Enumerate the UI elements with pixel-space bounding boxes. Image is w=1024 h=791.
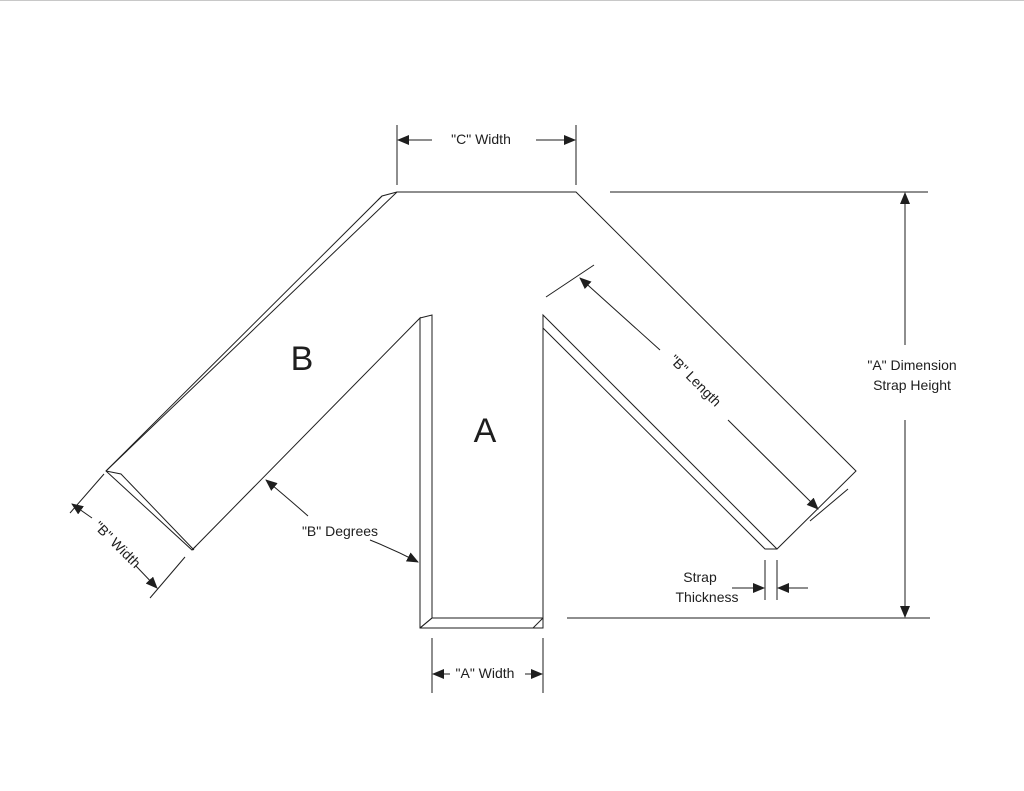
strap-thickness-dimension: Strap Thickness <box>675 560 808 605</box>
strap-outline <box>105 191 857 629</box>
b-degrees-dimension: "B" Degrees <box>265 479 419 563</box>
b-width-label: "B" Width <box>91 518 144 571</box>
b-degrees-label: "B" Degrees <box>302 523 378 539</box>
a-dimension-label-line1: "A" Dimension <box>867 357 956 373</box>
strap-thickness-edges <box>105 191 777 629</box>
page-top-border <box>0 0 1024 1</box>
part-label-b: B <box>291 340 314 378</box>
part-label-a: A <box>474 412 497 450</box>
strap-thickness-label-line1: Strap <box>683 569 717 585</box>
c-width-label: "C" Width <box>451 131 511 147</box>
c-width-dimension: "C" Width <box>396 125 577 185</box>
a-dimension-strap-height: "A" Dimension Strap Height <box>567 191 957 619</box>
a-dimension-label-line2: Strap Height <box>873 377 951 393</box>
strap-thickness-label-line2: Thickness <box>675 589 738 605</box>
a-width-dimension: "A" Width <box>431 638 544 693</box>
a-width-label: "A" Width <box>456 665 515 681</box>
